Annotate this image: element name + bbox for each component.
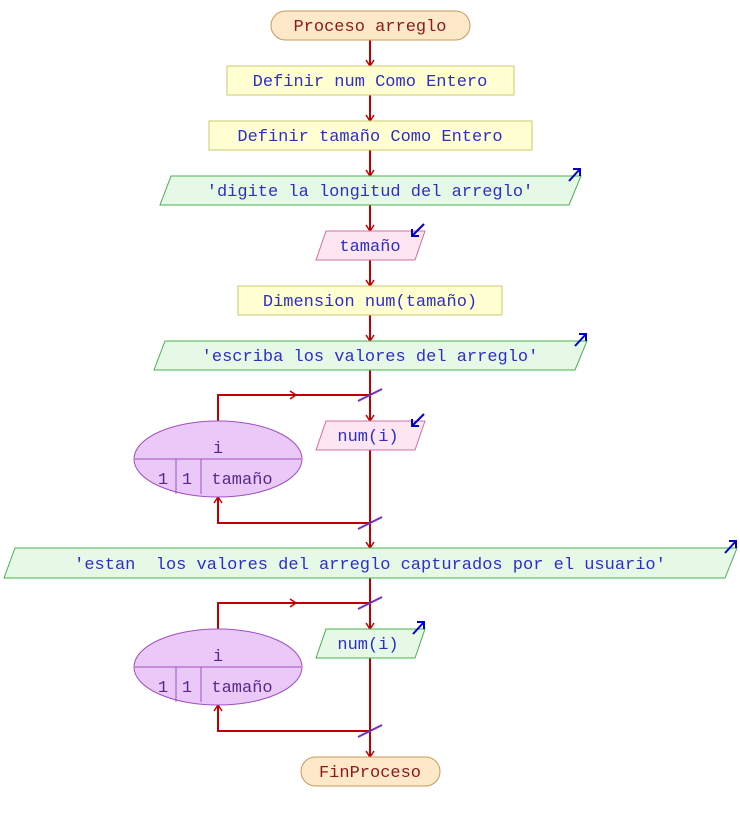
output-escriba-valores[interactable]: 'escriba los valores del arreglo' (153, 333, 588, 371)
for-loop-2[interactable]: i 1 1 tamaño (133, 628, 303, 706)
process-definir-num-label: Definir num Como Entero (253, 73, 488, 92)
process-dimension-label: Dimension num(tamaño) (263, 293, 477, 312)
loop-2-bottom-line (213, 703, 370, 732)
loop-1-bottom-line (213, 495, 370, 524)
input-tamano[interactable]: tamaño (315, 223, 426, 261)
loop-ticks (357, 388, 383, 738)
output-arrow-icon (568, 168, 581, 182)
loop-end: tamaño (211, 471, 272, 490)
output-num-i[interactable]: num(i) (315, 621, 426, 659)
output-digite-longitud[interactable]: 'digite la longitud del arreglo' (159, 168, 582, 206)
start-terminal[interactable]: Proceso arreglo (270, 10, 471, 41)
loop-variable: i (213, 648, 223, 667)
input-num-i[interactable]: num(i) (315, 413, 426, 451)
output-num-i-label: num(i) (337, 636, 398, 655)
output-arrow-icon (574, 333, 587, 347)
loop-step: 1 (182, 471, 192, 490)
flow-lines (213, 40, 375, 759)
input-num-i-label: num(i) (337, 428, 398, 447)
process-definir-tamano[interactable]: Definir tamaño Como Entero (208, 120, 533, 151)
loop-2-top-line (217, 602, 370, 629)
output-digite-longitud-label: 'digite la longitud del arreglo' (207, 183, 533, 202)
loop-variable: i (213, 440, 223, 459)
loop-end: tamaño (211, 679, 272, 698)
output-arrow-icon (724, 540, 737, 554)
loop-step: 1 (182, 679, 192, 698)
loop-tick (357, 724, 383, 738)
output-arrow-icon (412, 621, 425, 635)
loop-tick (357, 516, 383, 530)
start-label: Proceso arreglo (293, 18, 446, 37)
loop-tick (357, 388, 383, 402)
loop-tick (357, 596, 383, 610)
loop-start: 1 (158, 471, 168, 490)
process-dimension[interactable]: Dimension num(tamaño) (237, 285, 503, 316)
input-arrow-icon (411, 223, 425, 237)
input-arrow-icon (411, 413, 425, 427)
loop-start: 1 (158, 679, 168, 698)
input-tamano-label: tamaño (339, 238, 400, 257)
output-estan-valores[interactable]: 'estan los valores del arreglo capturado… (3, 540, 738, 579)
output-estan-valores-label: 'estan los valores del arreglo capturado… (74, 556, 666, 575)
end-label: FinProceso (319, 764, 421, 783)
process-definir-num[interactable]: Definir num Como Entero (226, 65, 515, 96)
output-escriba-valores-label: 'escriba los valores del arreglo' (202, 348, 539, 367)
for-loop-1[interactable]: i 1 1 tamaño (133, 420, 303, 498)
end-terminal[interactable]: FinProceso (300, 756, 441, 787)
loop-1-top-line (217, 394, 370, 421)
process-definir-tamano-label: Definir tamaño Como Entero (237, 128, 502, 147)
